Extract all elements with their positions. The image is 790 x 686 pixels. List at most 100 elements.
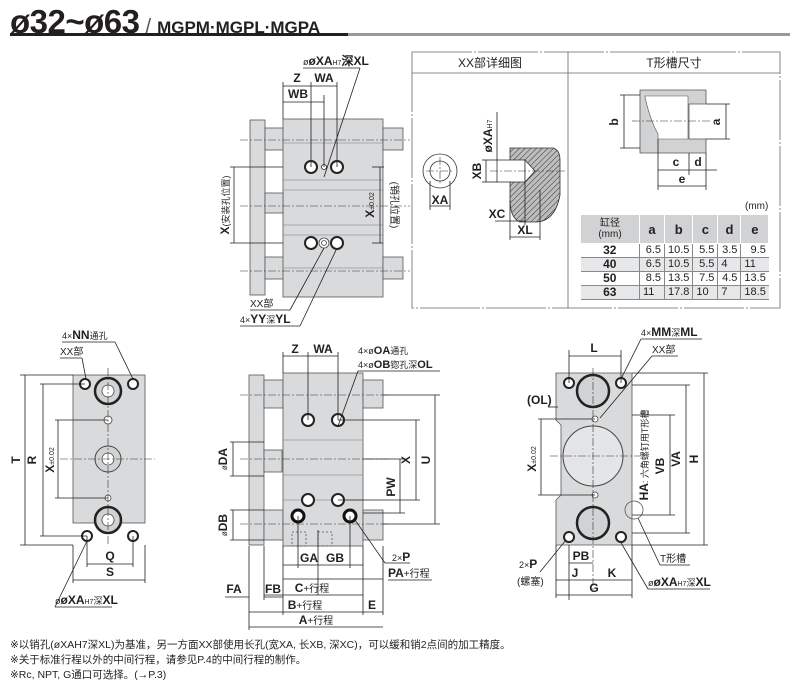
- cell-b: 10.5: [663, 257, 693, 272]
- footnote: ※Rc, NPT, G通口可选择。(→P.3): [10, 669, 167, 681]
- header-rule-extension: [348, 33, 790, 36]
- cell-b: 10.5: [663, 243, 693, 258]
- side-da-label: øDA: [216, 448, 230, 471]
- bore-value: 50: [580, 271, 640, 286]
- rear-h-label: H: [687, 455, 701, 464]
- cell-a: 8.5: [639, 271, 665, 286]
- t-slot-b-label: b: [607, 118, 621, 125]
- xl-label: XL: [517, 223, 532, 237]
- rear-ha-label: HA: 六角螺钉用T形槽: [637, 410, 651, 501]
- xx-detail-title: XX部详细图: [458, 55, 522, 70]
- front-r-label: R: [25, 455, 39, 464]
- side-gb-label: GB: [326, 551, 344, 565]
- cell-d: 4.5: [717, 271, 741, 286]
- top-x-mount-label: X(安装孔位置): [218, 175, 232, 234]
- col-header-c: c: [692, 214, 719, 244]
- side-p-label: 2×P: [392, 550, 410, 564]
- top-z-label: Z: [293, 71, 300, 85]
- top-xx-part-label: XX部: [250, 297, 273, 310]
- bore-range-title: ø32~ø63: [10, 3, 140, 40]
- side-wa-label: WA: [313, 342, 333, 356]
- cell-a: 11: [639, 285, 665, 300]
- side-view: Z WA 4×øOA通孔 4×øOB锪孔深OL U X PW øDA øDB: [216, 342, 440, 630]
- rear-pin-label: øøXAH7深XL: [648, 575, 711, 589]
- bore-value: 32: [580, 243, 640, 258]
- cell-b: 13.5: [663, 271, 693, 286]
- side-pw-label: PW: [384, 477, 398, 497]
- front-xx-part-label: XX部: [60, 345, 83, 358]
- side-pa-label: PA+行程: [388, 566, 430, 580]
- t-slot-dimension-table: 缸径(mm) a b c d e 32 6.5 10.5 5.5 3.5 9.5…: [580, 214, 770, 300]
- side-x-label: X: [399, 456, 413, 464]
- table-unit: (mm): [745, 201, 769, 212]
- cell-a: 6.5: [639, 257, 665, 272]
- t-slot-title: T形槽尺寸: [646, 56, 701, 70]
- table-row: 40 6.5 10.5 5.5 4 11: [580, 257, 769, 272]
- table-row: 63 11 17.8 10 7 18.5: [580, 285, 769, 300]
- top-wb-label: WB: [288, 87, 308, 101]
- bore-header: 缸径(mm): [580, 214, 640, 244]
- rear-p-label: 2×P: [519, 557, 537, 571]
- footnote: ※关于标准行程以外的中间行程，请参见P.4的中间行程的制作。: [10, 654, 307, 666]
- cell-e: 11: [740, 257, 769, 272]
- title-separator: /: [145, 16, 152, 38]
- t-slot-drawing: b a c d e: [607, 89, 730, 190]
- front-q-label: Q: [105, 549, 114, 563]
- table-row: 32 6.5 10.5 5.5 3.5 9.5: [580, 243, 769, 258]
- front-nn-label: 4×NN通孔: [62, 328, 108, 342]
- xx-slot-section-view: XB øXAH7 XC XL: [470, 112, 565, 240]
- side-fb-label: FB: [265, 582, 281, 596]
- rear-mm-label: 4×MM深ML: [641, 325, 698, 339]
- top-yy-label: 4×YY深YL: [240, 312, 291, 326]
- cell-c: 5.5: [692, 243, 718, 258]
- table-row: 50 8.5 13.5 7.5 4.5 13.5: [580, 271, 769, 286]
- cell-d: 3.5: [717, 243, 741, 258]
- cell-d: 7: [717, 285, 741, 300]
- rear-view: L 4×MM深ML XX部 (OL) X±0.02 HA: 六角螺钉用T形槽 V…: [517, 325, 711, 600]
- side-fa-label: FA: [226, 582, 242, 596]
- side-ob-label: 4×øOB锪孔深OL: [358, 359, 433, 371]
- col-header-d: d: [717, 214, 742, 244]
- col-header-b: b: [663, 214, 694, 244]
- rear-j-label: J: [572, 566, 579, 580]
- side-c-label: C+行程: [295, 581, 330, 595]
- xc-label: XC: [489, 207, 506, 221]
- rear-vb-label: VB: [653, 457, 667, 474]
- t-slot-c-label: c: [673, 155, 680, 169]
- table-header-row: 缸径(mm) a b c d e: [580, 214, 770, 244]
- t-slot-a-label: a: [709, 118, 723, 125]
- rear-pb-label: PB: [573, 549, 590, 563]
- cell-c: 10: [692, 285, 718, 300]
- t-slot-e-label: e: [679, 172, 686, 186]
- cell-b: 17.8: [663, 285, 693, 300]
- rear-t-slot-label: T形槽: [660, 552, 686, 565]
- cell-d: 4: [717, 257, 741, 272]
- cell-c: 5.5: [692, 257, 718, 272]
- xx-slot-circle-view: XA: [422, 153, 458, 210]
- bore-value: 63: [580, 285, 640, 300]
- front-x-label: X±0.02: [43, 447, 57, 473]
- cell-e: 13.5: [740, 271, 769, 286]
- rear-xx-part-label: XX部: [652, 343, 675, 356]
- side-e-label: E: [368, 598, 376, 612]
- cell-e: 18.5: [740, 285, 769, 300]
- front-t-label: T: [9, 456, 23, 464]
- cell-c: 7.5: [692, 271, 718, 286]
- col-header-a: a: [639, 214, 665, 244]
- side-db-label: øDB: [216, 514, 230, 537]
- front-s-label: S: [106, 565, 114, 579]
- rear-ol-label: (OL): [527, 393, 552, 407]
- front-view: T R X±0.02 Q S 4×NN通孔 XX部 øøXAH7深XL: [9, 328, 155, 608]
- side-a-label: A+行程: [299, 613, 334, 627]
- rear-l-label: L: [590, 341, 597, 355]
- footnotes: ※以销孔(øXAH7深XL)为基准，另一方面XX部使用长孔(宽XA, 长XB, …: [10, 638, 511, 683]
- side-ga-label: GA: [300, 551, 318, 565]
- header-rule: [10, 33, 348, 36]
- front-pin-label: øøXAH7深XL: [55, 593, 118, 607]
- side-oa-label: 4×øOA通孔: [358, 345, 408, 357]
- top-wa-label: WA: [314, 71, 334, 85]
- side-b-label: B+行程: [288, 598, 323, 612]
- cell-e: 9.5: [740, 243, 769, 258]
- rear-k-label: K: [608, 566, 617, 580]
